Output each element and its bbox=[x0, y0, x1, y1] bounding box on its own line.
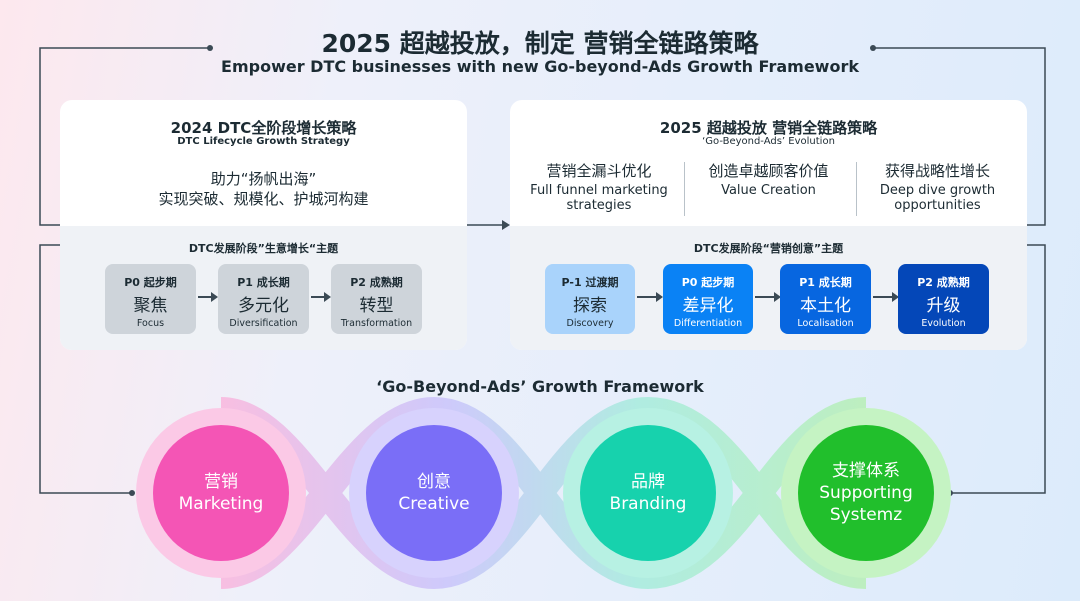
stage-phase: P2 成熟期 bbox=[350, 276, 403, 289]
stage-phase: P1 成长期 bbox=[237, 276, 290, 289]
right-panel: 2025 超越投放 营销全链路策略 ‘Go-Beyond-Ads’ Evolut… bbox=[510, 100, 1027, 350]
pillar-title-en: Branding bbox=[609, 494, 687, 514]
column-text: Deep dive growth opportunities bbox=[879, 183, 996, 213]
page-title: 2025 超越投放，制定 营销全链路策略 bbox=[321, 29, 759, 58]
panel-title: 2024 DTC全阶段增长策略 bbox=[170, 119, 357, 137]
strategy-column: 创造卓越顾客价值 Value Creation bbox=[690, 160, 847, 198]
pillar-title: 创意 bbox=[417, 472, 451, 492]
stage-card-focus: P0 起步期聚焦 Focus bbox=[105, 264, 196, 334]
stage-name-en: Differentiation bbox=[673, 318, 743, 329]
arrow-icon bbox=[755, 292, 781, 302]
stage-name-en: Focus bbox=[136, 318, 165, 329]
arrow-icon bbox=[311, 292, 331, 302]
stage-name: 探索 bbox=[573, 296, 607, 316]
stage-phase: P-1 过渡期 bbox=[561, 276, 619, 289]
divider bbox=[856, 162, 857, 216]
pillar-title: 营销 bbox=[204, 472, 238, 492]
slogan-line-2: 实现突破、规模化、护城河构建 bbox=[158, 190, 369, 208]
arrow-icon bbox=[198, 292, 218, 302]
stage-card-diversification: P1 成长期多元化 Diversification bbox=[218, 264, 309, 334]
panel-subtitle: ‘Go-Beyond-Ads’ Evolution bbox=[702, 136, 835, 147]
stage-name-en: Discovery bbox=[566, 318, 614, 329]
stage-name-en: Localisation bbox=[797, 318, 854, 329]
section-title: DTC发展阶段“营销创意”主题 bbox=[693, 242, 844, 255]
panel-subtitle: DTC Lifecycle Growth Strategy bbox=[177, 136, 350, 147]
pillar-title-en: Creative bbox=[398, 494, 470, 514]
stage-card-localisation: P1 成长期本土化 Localisation bbox=[780, 264, 871, 334]
stage-card-evolution: P2 成熟期升级 Evolution bbox=[898, 264, 989, 334]
stage-name-en: Diversification bbox=[229, 318, 298, 329]
column-title: 获得战略性增长 bbox=[884, 162, 990, 180]
stage-name: 差异化 bbox=[682, 296, 734, 316]
stage-card-transformation: P2 成熟期转型 Transformation bbox=[331, 264, 422, 334]
stage-phase: P1 成长期 bbox=[799, 276, 852, 289]
arrow-icon bbox=[637, 292, 663, 302]
column-text: Full funnel marketing strategies bbox=[530, 183, 668, 213]
arrow-icon bbox=[873, 292, 899, 302]
stage-name: 转型 bbox=[359, 296, 394, 316]
column-title: 创造卓越顾客价值 bbox=[708, 162, 829, 180]
panel-title: 2025 超越投放 营销全链路策略 bbox=[659, 119, 878, 137]
stage-name: 本土化 bbox=[800, 296, 851, 316]
column-text: Value Creation bbox=[721, 183, 816, 198]
section-title: DTC发展阶段”生意增长“主题 bbox=[188, 242, 339, 255]
stage-name: 升级 bbox=[926, 296, 961, 316]
stage-card-discovery: P-1 过渡期探索 Discovery bbox=[545, 264, 635, 334]
left-panel: 2024 DTC全阶段增长策略 DTC Lifecycle Growth Str… bbox=[60, 100, 467, 350]
divider bbox=[684, 162, 685, 216]
stage-name: 聚焦 bbox=[133, 296, 168, 316]
pillar-title-en: Marketing bbox=[178, 494, 264, 514]
pillar-title: 支撑体系 bbox=[832, 461, 900, 481]
stage-name-en: Transformation bbox=[340, 318, 413, 329]
stage-name: 多元化 bbox=[238, 296, 289, 316]
stage-phase: P2 成熟期 bbox=[917, 276, 970, 289]
stage-phase: P0 起步期 bbox=[681, 276, 735, 289]
stage-phase: P0 起步期 bbox=[124, 276, 177, 289]
stage-name-en: Evolution bbox=[921, 318, 966, 329]
strategy-column: 营销全漏斗优化 Full funnel marketing strategies bbox=[525, 160, 673, 213]
slogan-line-1: 助力“扬帆出海” bbox=[210, 170, 317, 188]
page-subtitle: Empower DTC businesses with new Go-beyon… bbox=[221, 57, 859, 76]
stage-card-differentiation: P0 起步期差异化 Differentiation bbox=[663, 264, 753, 334]
pillar-title-en: Supporting Systemz bbox=[819, 483, 913, 525]
strategy-column: 获得战略性增长 Deep dive growth opportunities bbox=[870, 160, 1005, 213]
column-title: 营销全漏斗优化 bbox=[546, 162, 652, 180]
pillar-title: 品牌 bbox=[631, 472, 665, 492]
framework-title: ‘Go-Beyond-Ads’ Growth Framework bbox=[376, 377, 704, 396]
infinity-ribbon bbox=[219, 396, 868, 590]
